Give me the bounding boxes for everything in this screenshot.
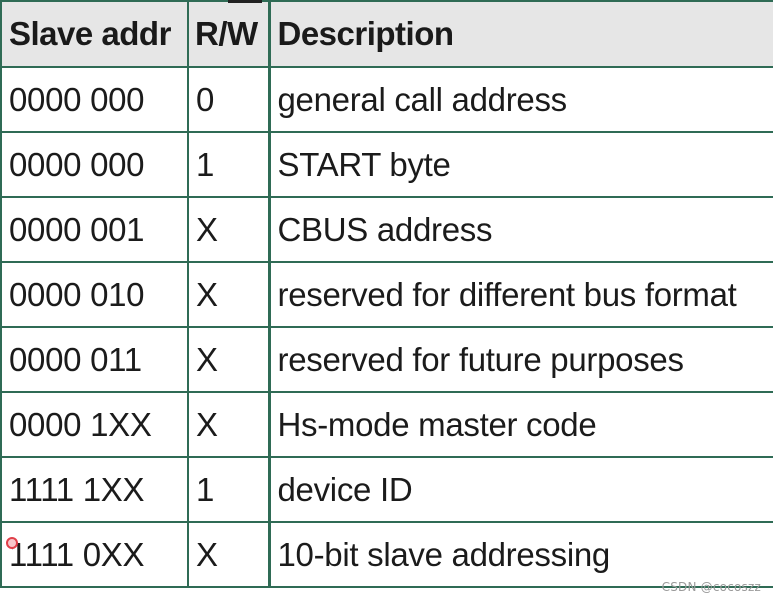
table-row: 0000 011 X reserved for future purposes — [0, 326, 773, 393]
header-slave-addr: Slave addr — [0, 0, 189, 68]
cell-slave-addr: 1111 0XX — [0, 521, 189, 588]
cell-slave-addr: 0000 000 — [0, 131, 189, 198]
table-row: 1111 1XX 1 device ID — [0, 456, 773, 523]
cell-slave-addr: 0000 011 — [0, 326, 189, 393]
cell-slave-addr: 0000 000 — [0, 66, 189, 133]
cursor-marker-icon — [6, 537, 18, 549]
cell-rw: X — [187, 326, 270, 393]
cell-description: START byte — [267, 131, 773, 198]
cell-description: general call address — [267, 66, 773, 133]
table-row: 0000 1XX X Hs-mode master code — [0, 391, 773, 458]
table-header-row: Slave addr R/W Description — [0, 0, 773, 68]
cell-slave-addr: 0000 010 — [0, 261, 189, 328]
table-row: 0000 010 X reserved for different bus fo… — [0, 261, 773, 328]
cell-description: device ID — [267, 456, 773, 523]
cell-slave-addr: 0000 001 — [0, 196, 189, 263]
cell-rw: 1 — [187, 131, 270, 198]
cell-rw: X — [187, 196, 270, 263]
table-row: 0000 000 0 general call address — [0, 66, 773, 133]
cell-description: 10-bit slave addressing — [267, 521, 773, 588]
cell-description: Hs-mode master code — [267, 391, 773, 458]
cell-slave-addr: 1111 1XX — [0, 456, 189, 523]
header-description: Description — [267, 0, 773, 68]
cell-description: reserved for different bus format — [267, 261, 773, 328]
rw-overline-mark — [228, 0, 262, 3]
cell-rw: X — [187, 391, 270, 458]
cell-rw: X — [187, 261, 270, 328]
cell-slave-addr: 0000 1XX — [0, 391, 189, 458]
cell-rw: 0 — [187, 66, 270, 133]
cell-description: CBUS address — [267, 196, 773, 263]
table-row: 0000 001 X CBUS address — [0, 196, 773, 263]
watermark: CSDN @cocoszz — [661, 580, 761, 594]
table-row: 1111 0XX X 10-bit slave addressing — [0, 521, 773, 588]
header-rw: R/W — [187, 0, 270, 68]
cell-rw: 1 — [187, 456, 270, 523]
i2c-reserved-address-table: Slave addr R/W Description 0000 000 0 ge… — [0, 0, 773, 588]
cell-rw: X — [187, 521, 270, 588]
cell-description: reserved for future purposes — [267, 326, 773, 393]
table-row: 0000 000 1 START byte — [0, 131, 773, 198]
